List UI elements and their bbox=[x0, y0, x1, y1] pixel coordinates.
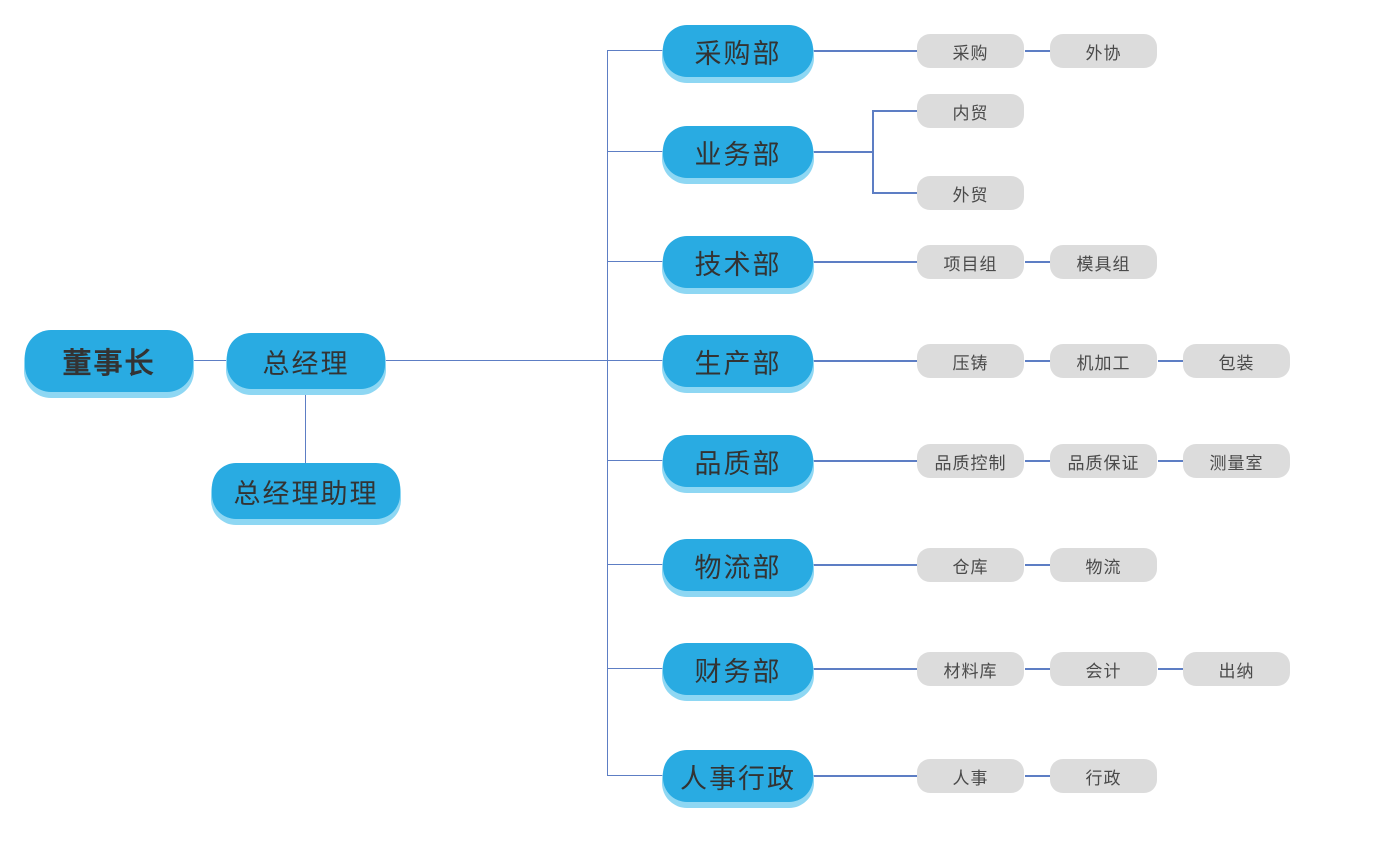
node-label: 模具组 bbox=[1076, 254, 1131, 274]
dept-node-technical: 技术部 bbox=[663, 236, 813, 288]
sub-node-procurement: 采购 bbox=[917, 34, 1024, 68]
connector-line bbox=[813, 261, 917, 263]
sub-node-cashier: 出纳 bbox=[1183, 652, 1290, 686]
connector-line bbox=[1025, 564, 1050, 566]
node-label: 采购 bbox=[952, 43, 989, 63]
connector-line bbox=[1025, 360, 1050, 362]
node-label: 测量室 bbox=[1209, 453, 1264, 473]
node-label: 材料库 bbox=[943, 661, 998, 681]
node-label: 董事长 bbox=[62, 348, 156, 380]
node-label: 物流 bbox=[1085, 557, 1122, 577]
connector-line bbox=[607, 50, 663, 51]
node-chairman: 董事长 bbox=[25, 330, 193, 392]
connector-line bbox=[813, 668, 917, 670]
connector-line bbox=[813, 460, 917, 462]
node-label: 内贸 bbox=[952, 103, 989, 123]
node-label: 外协 bbox=[1085, 43, 1122, 63]
dept-node-production: 生产部 bbox=[663, 335, 813, 387]
connector-line bbox=[1025, 775, 1050, 777]
connector-line bbox=[607, 775, 663, 776]
connector-line bbox=[607, 668, 663, 669]
sub-node-die-casting: 压铸 bbox=[917, 344, 1024, 378]
node-label: 人事 bbox=[952, 768, 989, 788]
node-label: 项目组 bbox=[943, 254, 998, 274]
connector-line bbox=[813, 360, 917, 362]
dept-node-business: 业务部 bbox=[663, 126, 813, 178]
connector-line bbox=[607, 261, 663, 262]
node-general-manager: 总经理 bbox=[227, 333, 385, 389]
connector-line bbox=[872, 111, 874, 193]
connector-line bbox=[607, 564, 663, 565]
dept-node-logistics: 物流部 bbox=[663, 539, 813, 591]
sub-node-logistics: 物流 bbox=[1050, 548, 1157, 582]
node-gm-assistant: 总经理助理 bbox=[212, 463, 400, 519]
sub-node-admin: 行政 bbox=[1050, 759, 1157, 793]
sub-node-material-store: 材料库 bbox=[917, 652, 1024, 686]
connector-line bbox=[813, 564, 917, 566]
sub-node-accounting: 会计 bbox=[1050, 652, 1157, 686]
connector-line bbox=[813, 50, 917, 52]
connector-line bbox=[1158, 460, 1183, 462]
connector-line bbox=[813, 151, 873, 153]
node-label: 品质控制 bbox=[934, 453, 1007, 473]
sub-node-foreign-trade: 外贸 bbox=[917, 176, 1024, 210]
connector-line bbox=[1025, 668, 1050, 670]
sub-node-project-group: 项目组 bbox=[917, 245, 1024, 279]
connector-line bbox=[1025, 50, 1050, 52]
node-label: 出纳 bbox=[1218, 661, 1255, 681]
sub-node-outsourcing: 外协 bbox=[1050, 34, 1157, 68]
sub-node-hr: 人事 bbox=[917, 759, 1024, 793]
sub-node-quality-assurance: 品质保证 bbox=[1050, 444, 1157, 478]
node-label: 外贸 bbox=[952, 185, 989, 205]
dept-node-hr-admin: 人事行政 bbox=[663, 750, 813, 802]
connector-line bbox=[1158, 668, 1183, 670]
node-label: 品质部 bbox=[694, 448, 782, 479]
connector-line bbox=[607, 460, 663, 461]
node-label: 压铸 bbox=[952, 353, 989, 373]
sub-node-packaging: 包装 bbox=[1183, 344, 1290, 378]
dept-node-purchasing: 采购部 bbox=[663, 25, 813, 77]
sub-node-measuring-room: 测量室 bbox=[1183, 444, 1290, 478]
dept-node-quality: 品质部 bbox=[663, 435, 813, 487]
node-label: 行政 bbox=[1085, 768, 1122, 788]
sub-node-quality-control: 品质控制 bbox=[917, 444, 1024, 478]
node-label: 财务部 bbox=[694, 656, 782, 687]
connector-line bbox=[1025, 261, 1050, 263]
sub-node-machining: 机加工 bbox=[1050, 344, 1157, 378]
connector-line bbox=[607, 51, 608, 776]
connector-line bbox=[1158, 360, 1183, 362]
node-label: 业务部 bbox=[694, 139, 782, 170]
connector-line bbox=[872, 192, 917, 194]
node-label: 总经理助理 bbox=[233, 478, 379, 509]
node-label: 人事行政 bbox=[680, 763, 796, 794]
connector-line bbox=[1025, 460, 1050, 462]
sub-node-warehouse: 仓库 bbox=[917, 548, 1024, 582]
node-label: 物流部 bbox=[694, 552, 782, 583]
node-label: 仓库 bbox=[952, 557, 989, 577]
node-label: 包装 bbox=[1218, 353, 1255, 373]
connector-line bbox=[607, 151, 663, 152]
connector-line bbox=[813, 775, 917, 777]
node-label: 机加工 bbox=[1076, 353, 1131, 373]
dept-node-finance: 财务部 bbox=[663, 643, 813, 695]
connector-line bbox=[872, 110, 917, 112]
sub-node-mold-group: 模具组 bbox=[1050, 245, 1157, 279]
sub-node-domestic-trade: 内贸 bbox=[917, 94, 1024, 128]
node-label: 生产部 bbox=[694, 348, 782, 379]
node-label: 总经理 bbox=[262, 348, 350, 379]
connector-line bbox=[193, 360, 227, 361]
connector-line bbox=[385, 360, 663, 361]
node-label: 品质保证 bbox=[1067, 453, 1140, 473]
node-label: 会计 bbox=[1085, 661, 1122, 681]
connector-line bbox=[305, 389, 306, 463]
node-label: 采购部 bbox=[694, 38, 782, 69]
node-label: 技术部 bbox=[694, 249, 782, 280]
